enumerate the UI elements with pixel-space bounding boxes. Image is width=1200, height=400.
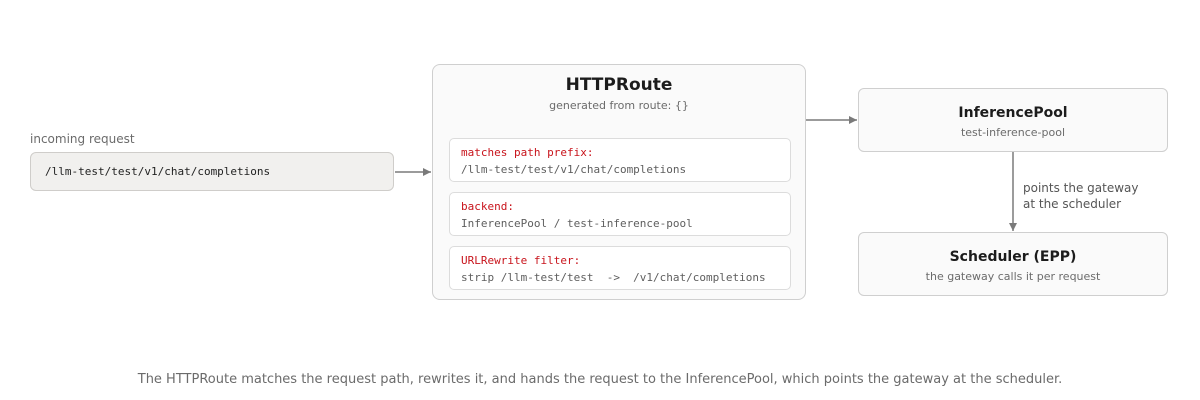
inference-pool-title: InferencePool: [958, 105, 1068, 121]
inference-pool-card: InferencePool test-inference-pool: [858, 88, 1168, 152]
incoming-request-path-text: /llm-test/test/v1/chat/completions: [45, 165, 271, 178]
incoming-request-path: /llm-test/test/v1/chat/completions: [30, 152, 394, 191]
rule-key: backend:: [461, 200, 514, 213]
rule-value: InferencePool / test-inference-pool: [461, 217, 693, 230]
rule-value: /llm-test/test/v1/chat/completions: [461, 163, 687, 176]
httproute-card: HTTPRoute generated from route: {} match…: [432, 64, 806, 300]
httproute-title: HTTPRoute: [565, 75, 673, 95]
rule-backend: backend: InferencePool / test-inference-…: [449, 192, 791, 236]
scheduler-subtitle: the gateway calls it per request: [925, 270, 1101, 283]
incoming-request-label: incoming request: [30, 132, 135, 146]
inference-pool-subtitle: test-inference-pool: [960, 126, 1066, 139]
rule-key: matches path prefix:: [461, 146, 594, 159]
scheduler-title: Scheduler (EPP): [949, 249, 1077, 265]
diagram-caption: The HTTPRoute matches the request path, …: [137, 372, 1063, 387]
httproute-subtitle: generated from route: {}: [549, 99, 689, 112]
rule-url-rewrite: URLRewrite filter: strip /llm-test/test …: [449, 246, 791, 290]
pool-to-scheduler-label: points the gateway at the scheduler: [1023, 180, 1139, 212]
edge-label-line: points the gateway: [1023, 181, 1139, 195]
rule-key: URLRewrite filter:: [461, 254, 581, 267]
edge-label-line: at the scheduler: [1023, 197, 1122, 211]
scheduler-card: Scheduler (EPP) the gateway calls it per…: [858, 232, 1168, 296]
rule-match-prefix: matches path prefix: /llm-test/test/v1/c…: [449, 138, 791, 182]
rule-value: strip /llm-test/test -> /v1/chat/complet…: [461, 271, 766, 284]
